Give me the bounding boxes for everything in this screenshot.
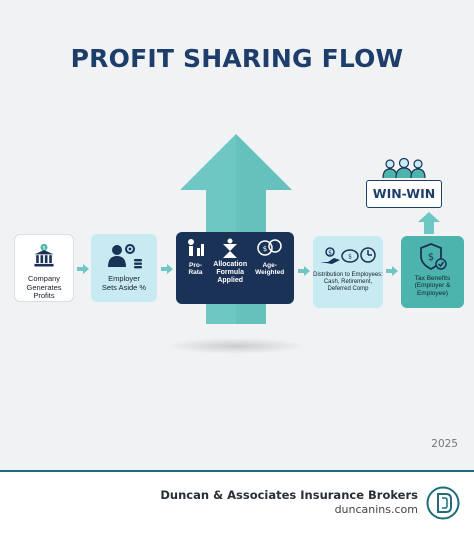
step-company-label: Company Generates Profits: [26, 274, 62, 301]
year-label: 2025: [431, 438, 458, 450]
employer-gear-icon: [108, 244, 142, 269]
footer: [0, 470, 474, 536]
bank-icon: $: [34, 243, 54, 267]
step-distribution-label: Distribution to Employees: Cash, Retirem…: [313, 272, 383, 292]
arrow-right-icon: [161, 264, 173, 274]
pro-rata-label: Pro-Rata: [188, 262, 203, 277]
company-logo: [426, 486, 460, 520]
footer-website: duncanins.com: [334, 503, 418, 516]
svg-text:$: $: [427, 252, 433, 263]
arrow-right-icon: [386, 266, 398, 276]
pro-rata-icon: [188, 239, 205, 256]
step-employer: Employer Sets Aside %: [91, 234, 157, 302]
step-tax-benefits: $ Tax Benefits (Employer & Employee): [401, 236, 464, 308]
step-company: $ Company Generates Profits: [14, 234, 74, 302]
step-allocation: Pro-Rata Allocation Formula Applied $ Ag…: [176, 232, 294, 304]
page-title: PROFIT SHARING FLOW: [70, 44, 404, 73]
age-weighted-icon: $: [256, 239, 282, 256]
step-tax-label: Tax Benefits (Employer & Employee): [414, 275, 451, 297]
piggy-bank-icon: [341, 249, 359, 263]
coins-icon: [134, 259, 142, 262]
up-arrow-icon: [418, 212, 440, 234]
win-win-badge: WIN-WIN: [366, 180, 442, 208]
step-employer-label: Employer Sets Aside %: [101, 274, 147, 292]
svg-text:$: $: [42, 246, 45, 252]
clock-icon: [360, 247, 376, 263]
people-icon: [382, 157, 426, 179]
svg-text:$: $: [262, 245, 266, 253]
arrow-right-icon: [298, 266, 310, 276]
age-weighted-label: Age-Weighted: [255, 262, 285, 277]
hourglass-icon: [223, 238, 238, 258]
step-distribution: $ $ Distribution to Employees: Cash, Ret…: [313, 236, 383, 308]
footer-company: Duncan & Associates Insurance Brokers: [160, 488, 418, 502]
arrow-right-icon: [77, 264, 89, 274]
shield-dollar-icon: $: [419, 243, 447, 271]
hand-money-icon: $ $: [320, 247, 376, 264]
allocation-label: Allocation Formula Applied: [213, 261, 248, 285]
svg-text:$: $: [328, 250, 332, 257]
svg-text:$: $: [348, 254, 352, 261]
